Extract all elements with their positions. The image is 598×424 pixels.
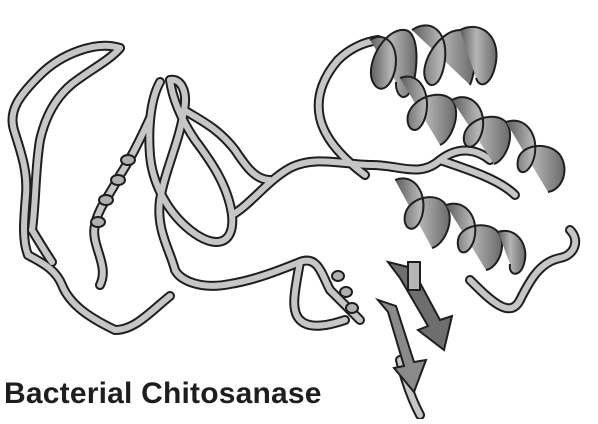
figure-caption: Bacterial Chitosanase [4, 376, 322, 412]
beta-strands [378, 262, 452, 392]
